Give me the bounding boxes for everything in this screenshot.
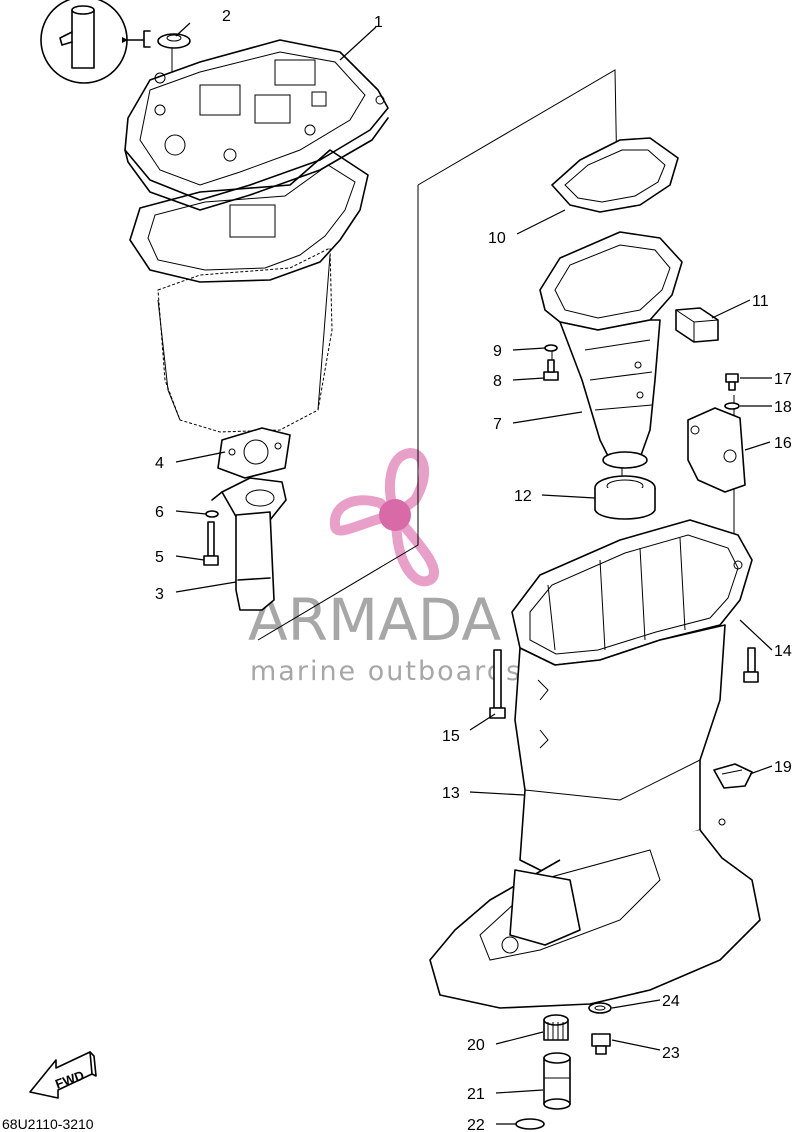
logo-blade-left — [329, 495, 400, 536]
part-exhaust-pipe-3 — [211, 477, 287, 611]
callout-1: 1 — [374, 14, 383, 31]
callout-12: 12 — [514, 488, 532, 505]
callout-23: 23 — [662, 1045, 680, 1062]
callout-9: 9 — [493, 343, 502, 360]
callout-14: 14 — [774, 643, 792, 660]
part-bracket-16 — [687, 407, 746, 493]
callout-24: 24 — [662, 993, 680, 1010]
part-bolt-8 — [543, 359, 559, 381]
part-washer-24 — [588, 1002, 612, 1014]
callout-7: 7 — [493, 416, 502, 433]
callout-labels: 1 2 3 4 5 6 7 8 9 10 11 12 13 14 15 16 1… — [155, 8, 792, 1132]
callout-8: 8 — [493, 373, 502, 390]
callout-22: 22 — [467, 1117, 485, 1132]
callout-6: 6 — [155, 504, 164, 521]
part-bolt-5 — [203, 521, 219, 566]
callout-20: 20 — [467, 1037, 485, 1054]
part-upper-plate-1 — [124, 39, 389, 211]
part-bolt-14 — [743, 647, 759, 683]
part-bolt-17 — [725, 373, 739, 391]
watermark: ARMADA marine outboards — [248, 448, 522, 687]
part-washer-9 — [544, 344, 558, 352]
callout-10: 10 — [488, 230, 506, 247]
callout-16: 16 — [774, 435, 792, 452]
part-seal-12 — [594, 475, 656, 520]
part-oring-22 — [515, 1118, 545, 1130]
part-plug-23 — [591, 1033, 611, 1055]
part-washer-6 — [205, 510, 219, 518]
part-sleeve-21 — [543, 1052, 571, 1110]
callout-17: 17 — [774, 371, 792, 388]
callout-15: 15 — [442, 728, 460, 745]
callout-18: 18 — [774, 399, 792, 416]
callout-11: 11 — [752, 293, 769, 310]
callout-21: 21 — [467, 1086, 485, 1103]
callout-4: 4 — [155, 455, 164, 472]
propeller-logo-icon — [329, 448, 439, 587]
diagram-code: 68U2110-3210 — [2, 1116, 94, 1132]
callout-13: 13 — [442, 785, 460, 802]
callout-3: 3 — [155, 586, 164, 603]
detail-inset-icon — [40, 0, 151, 84]
callout-19: 19 — [774, 759, 792, 776]
watermark-brand: ARMADA — [248, 586, 501, 654]
logo-blade-top — [385, 448, 430, 520]
part-lower-casing-13 — [429, 519, 761, 1009]
part-gasket-upper — [129, 149, 369, 283]
logo-hub — [379, 499, 411, 531]
fwd-arrow-icon: FWD — [29, 1051, 97, 1099]
part-rubber-11 — [675, 307, 719, 343]
part-oil-pan — [157, 247, 333, 433]
part-clip-19 — [713, 763, 753, 789]
callout-2: 2 — [222, 8, 231, 25]
callout-5: 5 — [155, 549, 164, 566]
part-manifold-7 — [539, 231, 683, 469]
part-gasket-4 — [217, 427, 291, 479]
watermark-tagline: marine outboards — [250, 656, 522, 687]
part-gasket-10 — [551, 137, 679, 213]
part-washer-18 — [724, 402, 740, 410]
leader-lines — [175, 22, 773, 1125]
logo-blade-right — [390, 510, 439, 587]
part-gear-20 — [543, 1014, 569, 1041]
